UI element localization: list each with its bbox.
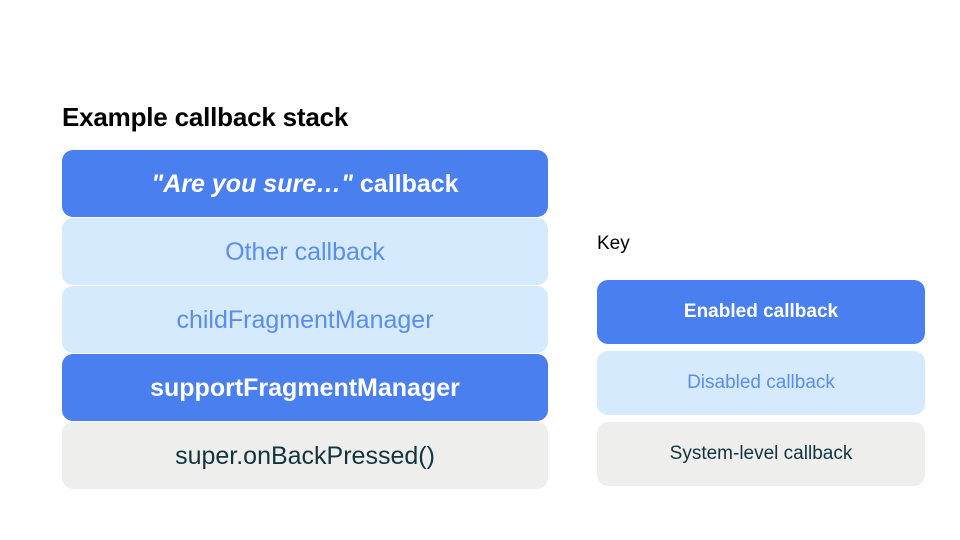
stack-item-label: supportFragmentManager	[150, 373, 460, 402]
key-title: Key	[597, 233, 630, 254]
key-section: Key Enabled callback Disabled callback S…	[597, 232, 925, 486]
callback-stack-section: Example callback stack "Are you sure…" c…	[62, 100, 548, 489]
stack-item-label: childFragmentManager	[176, 305, 434, 334]
key-item-system-level-callback: System-level callback	[597, 422, 925, 486]
key-item-enabled-callback: Enabled callback	[597, 280, 925, 344]
stack-item-label: Other callback	[225, 237, 385, 266]
callback-stack-list: "Are you sure…" callback Other callback …	[62, 150, 548, 489]
stack-item-child-fragment-manager: childFragmentManager	[62, 286, 548, 353]
stack-item-super-on-back-pressed: super.onBackPressed()	[62, 422, 548, 489]
page-title: Example callback stack	[62, 102, 349, 132]
stack-item-support-fragment-manager: supportFragmentManager	[62, 354, 548, 421]
stack-item-plain-text: callback	[359, 169, 459, 198]
key-item-label: Enabled callback	[683, 301, 839, 322]
key-list: Enabled callback Disabled callback Syste…	[597, 280, 925, 486]
stack-item-label: super.onBackPressed()	[175, 441, 435, 470]
key-item-disabled-callback: Disabled callback	[597, 351, 925, 415]
key-item-label: System-level callback	[669, 443, 853, 464]
stack-item-label: "Are you sure…" callback	[151, 169, 458, 199]
stack-item-are-you-sure: "Are you sure…" callback	[62, 150, 548, 217]
key-item-label: Disabled callback	[687, 372, 835, 393]
stack-item-other-callback: Other callback	[62, 218, 548, 285]
stack-item-quoted-text: "Are you sure…"	[151, 169, 353, 198]
